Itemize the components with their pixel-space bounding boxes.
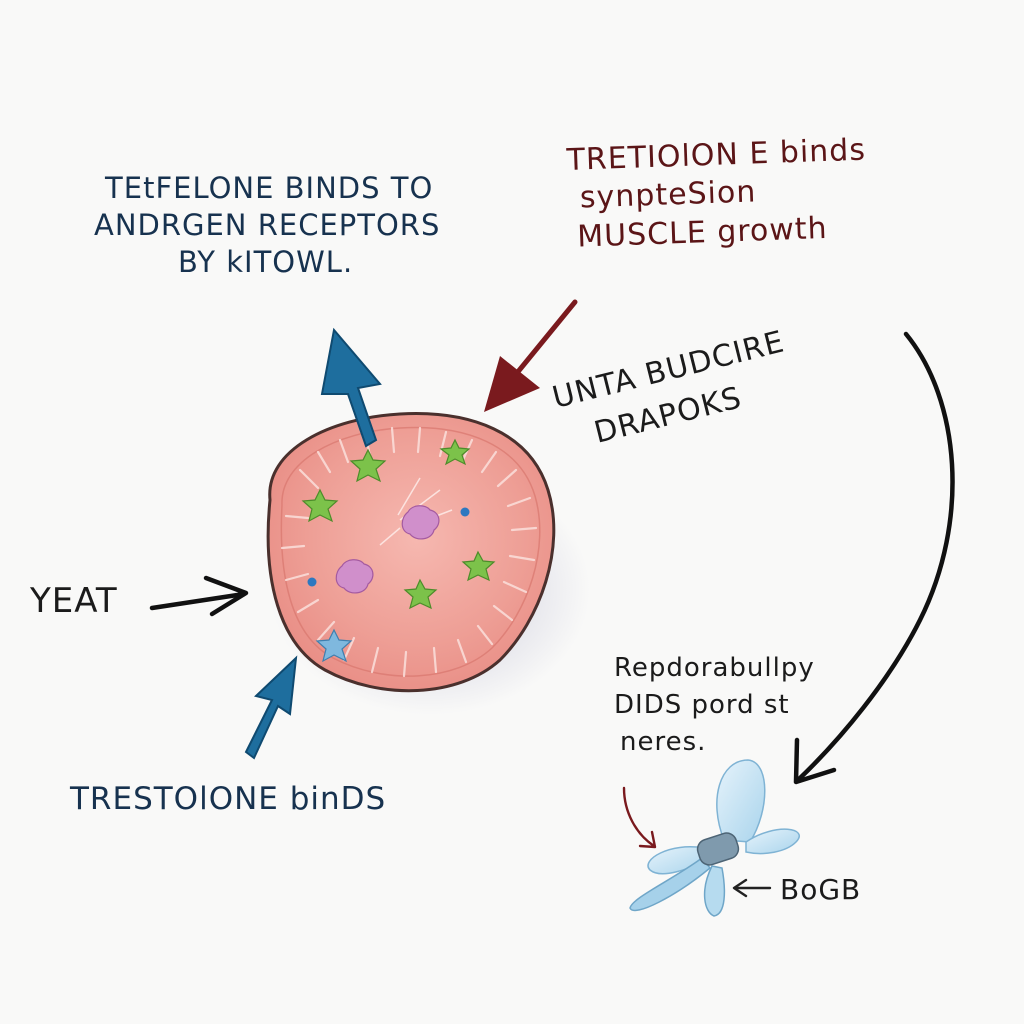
pink-blobs (335, 505, 440, 594)
small-black-arrow (732, 878, 772, 898)
label-bottom-right-line-3: neres. (620, 726, 707, 757)
label-top-left: TEtFELONE BINDS TO ANDRGEN RECEPTORS BY … (94, 170, 440, 281)
organism-wing-top (716, 759, 766, 843)
blue-dot (307, 577, 317, 587)
label-organism: BoGB (780, 873, 862, 906)
label-top-left-line-1: TEtFELONE BINDS TO (105, 171, 434, 205)
black-arrow-curved (793, 331, 955, 785)
muscle-cell (266, 412, 556, 693)
label-bottom-right-line-1: Repdorabullpy (614, 653, 815, 683)
label-bottom-right: Repdorabullpy DIDS pord st neres. (614, 650, 815, 761)
green-star-icon (461, 550, 496, 582)
label-top-right: TRETIOlON E binds synpteSion MUSCLE grow… (566, 132, 869, 258)
organism-body (696, 832, 740, 866)
pink-blob-icon (401, 505, 440, 540)
blue-arrow-bottom (244, 655, 298, 760)
green-star-icon (349, 448, 387, 483)
organism-tail-left (629, 856, 712, 912)
pink-blob-icon (335, 559, 374, 594)
black-arrow-left (149, 575, 249, 617)
small-red-arrow (622, 786, 657, 849)
blue-dot (460, 507, 470, 517)
label-left: YEAT (30, 581, 118, 621)
green-star-icon (403, 578, 438, 610)
label-top-left-line-2: ANDRGEN RECEPTORS (94, 208, 441, 243)
red-arrow (484, 299, 578, 412)
label-bottom-left: TRESTOlONE binDS (70, 781, 387, 817)
blue-arrow-up (320, 327, 382, 448)
green-star-receptors (301, 438, 496, 610)
green-star-icon (439, 438, 471, 466)
organism-illustration (629, 759, 800, 917)
blue-star-icon (315, 628, 353, 663)
green-star-icon (301, 488, 339, 523)
organism-wing-right (745, 828, 800, 855)
label-top-left-line-3: BY kITOWL. (178, 245, 354, 280)
organism-tail-bottom (703, 865, 726, 917)
label-bottom-right-line-2: DIDS pord st (614, 689, 790, 720)
